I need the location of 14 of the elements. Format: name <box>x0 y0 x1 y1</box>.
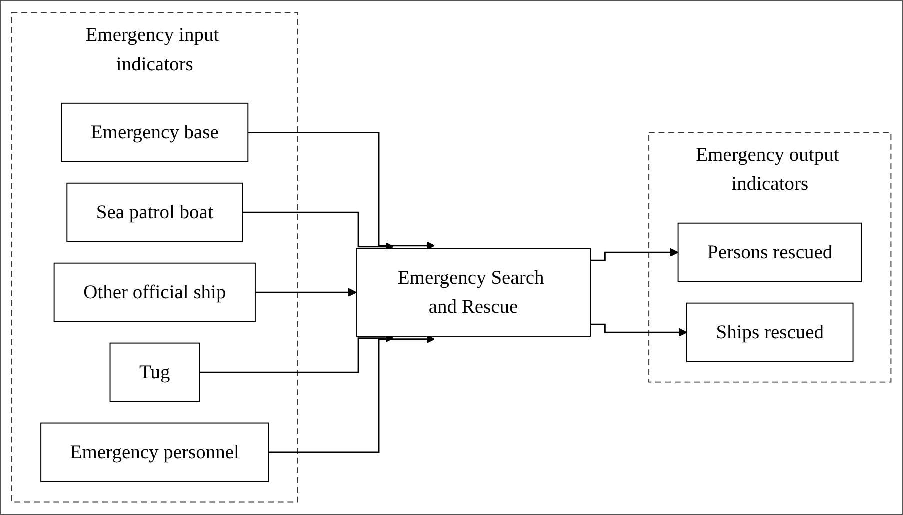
arrow <box>590 324 688 337</box>
node-box: Tug <box>110 342 200 402</box>
arrow <box>590 248 679 262</box>
arrow <box>255 288 357 297</box>
arrow <box>268 335 436 454</box>
node-box: Sea patrol boat <box>66 182 244 242</box>
node-box: Emergency Search and Rescue <box>356 248 592 337</box>
arrow <box>200 334 394 374</box>
node-box: Emergency personnel <box>40 422 270 482</box>
node-box: Ships rescued <box>686 302 854 362</box>
node-box: Persons rescued <box>678 222 862 282</box>
arrow <box>248 132 436 250</box>
node-box: Emergency base <box>61 102 249 162</box>
node-box: Other official ship <box>54 262 256 322</box>
